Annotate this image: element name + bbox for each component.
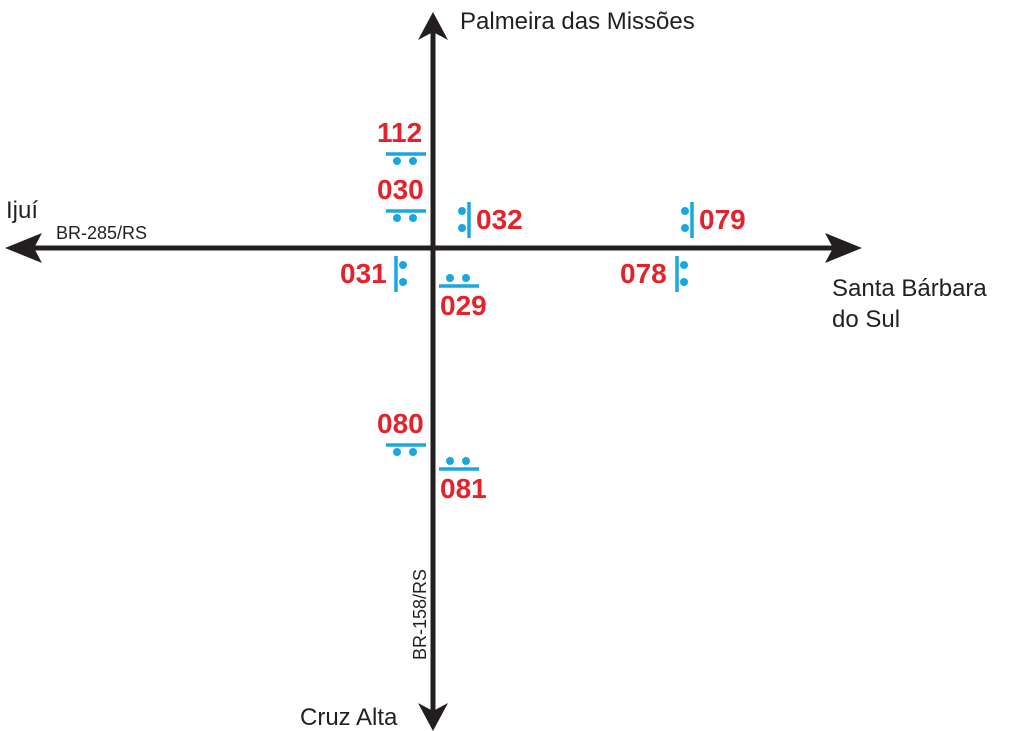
stop-number: 032 [476,204,523,235]
stop-marker-dot [399,261,407,269]
city-east-line1: Santa Bárbara [832,275,987,302]
stop-081: 081 [439,457,487,504]
city-west: Ijuí [6,197,38,224]
stop-112: 112 [377,117,426,165]
stop-marker-dot [680,261,688,269]
city-south: Cruz Alta [300,704,398,731]
stop-marker-dot [409,448,417,456]
south-arrow-icon [418,703,448,731]
stop-080: 080 [377,408,426,456]
stop-number: 079 [699,204,746,235]
stop-number: 030 [377,174,424,205]
stop-030: 030 [377,174,426,222]
stop-number: 112 [377,117,422,148]
road-label-vertical: BR-158/RS [410,569,430,660]
city-east-line2: do Sul [832,306,900,333]
stop-marker-dot [462,274,470,282]
stop-078: 078 [620,256,688,292]
stop-marker-dot [681,207,689,215]
stop-079: 079 [681,202,746,238]
east-arrow-icon [825,233,862,263]
stop-number: 081 [440,473,487,504]
north-arrow-icon [418,12,448,40]
road-label-horizontal: BR-285/RS [56,223,147,243]
stop-marker-dot [393,157,401,165]
west-arrow-icon [5,233,42,263]
stop-marker-dot [462,457,470,465]
stop-marker-dot [458,224,466,232]
stop-number: 078 [620,258,667,289]
stop-marker-dot [458,207,466,215]
stop-number: 031 [340,258,387,289]
stop-number: 029 [440,290,487,321]
stop-number: 080 [377,408,424,439]
city-north: Palmeira das Missões [460,8,695,35]
stop-029: 029 [439,274,487,321]
stop-marker-dot [409,157,417,165]
stop-031: 031 [340,256,407,292]
vertical-road [418,12,448,731]
stop-marker-dot [446,457,454,465]
stop-marker-dot [393,214,401,222]
stop-marker-dot [409,214,417,222]
stop-marker-dot [680,278,688,286]
stop-marker-dot [393,448,401,456]
stop-marker-dot [399,278,407,286]
horizontal-road [5,233,862,263]
stop-marker-dot [446,274,454,282]
stop-marker-dot [681,224,689,232]
stop-032: 032 [458,202,523,238]
